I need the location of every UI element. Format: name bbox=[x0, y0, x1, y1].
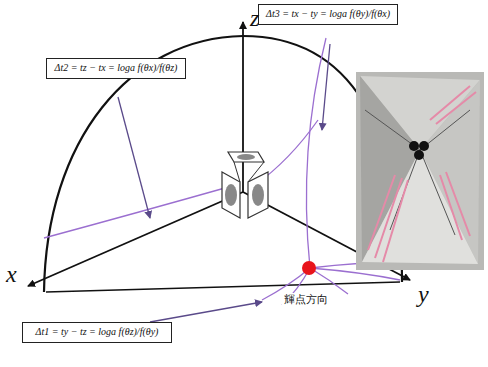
leader-line bbox=[322, 44, 330, 130]
formula-text: Δt3 = tx − ty = loga f(θy)/f(θx) bbox=[264, 8, 392, 21]
sensor-device bbox=[222, 152, 268, 218]
formula-text: Δt1 = ty − tz = loga f(θz)/f(θy) bbox=[28, 326, 166, 339]
formula-box: Δt3 = tx − ty = loga f(θy)/f(θx) bbox=[258, 4, 398, 25]
axis-label: z bbox=[250, 6, 259, 30]
hemisphere-arc bbox=[44, 36, 402, 292]
purple-curves bbox=[44, 38, 402, 305]
formula-box: Δt1 = ty − tz = loga f(θz)/f(θy) bbox=[22, 322, 172, 343]
leader-line bbox=[150, 302, 262, 322]
axis-label: x bbox=[6, 262, 17, 286]
direction-label: 輝点方向 bbox=[282, 293, 330, 306]
formula-text: Δt2 = tz − tx = loga f(θx)/f(θz) bbox=[52, 62, 180, 75]
bright-spot-dot bbox=[302, 261, 316, 275]
photo-inset bbox=[356, 72, 484, 270]
leader-line bbox=[118, 97, 150, 218]
formula-box: Δt2 = tz − tx = loga f(θx)/f(θz) bbox=[46, 58, 186, 79]
axis-label: y bbox=[418, 282, 429, 306]
base-line bbox=[46, 282, 400, 292]
x-axis bbox=[28, 192, 243, 286]
z-axis bbox=[242, 22, 244, 192]
